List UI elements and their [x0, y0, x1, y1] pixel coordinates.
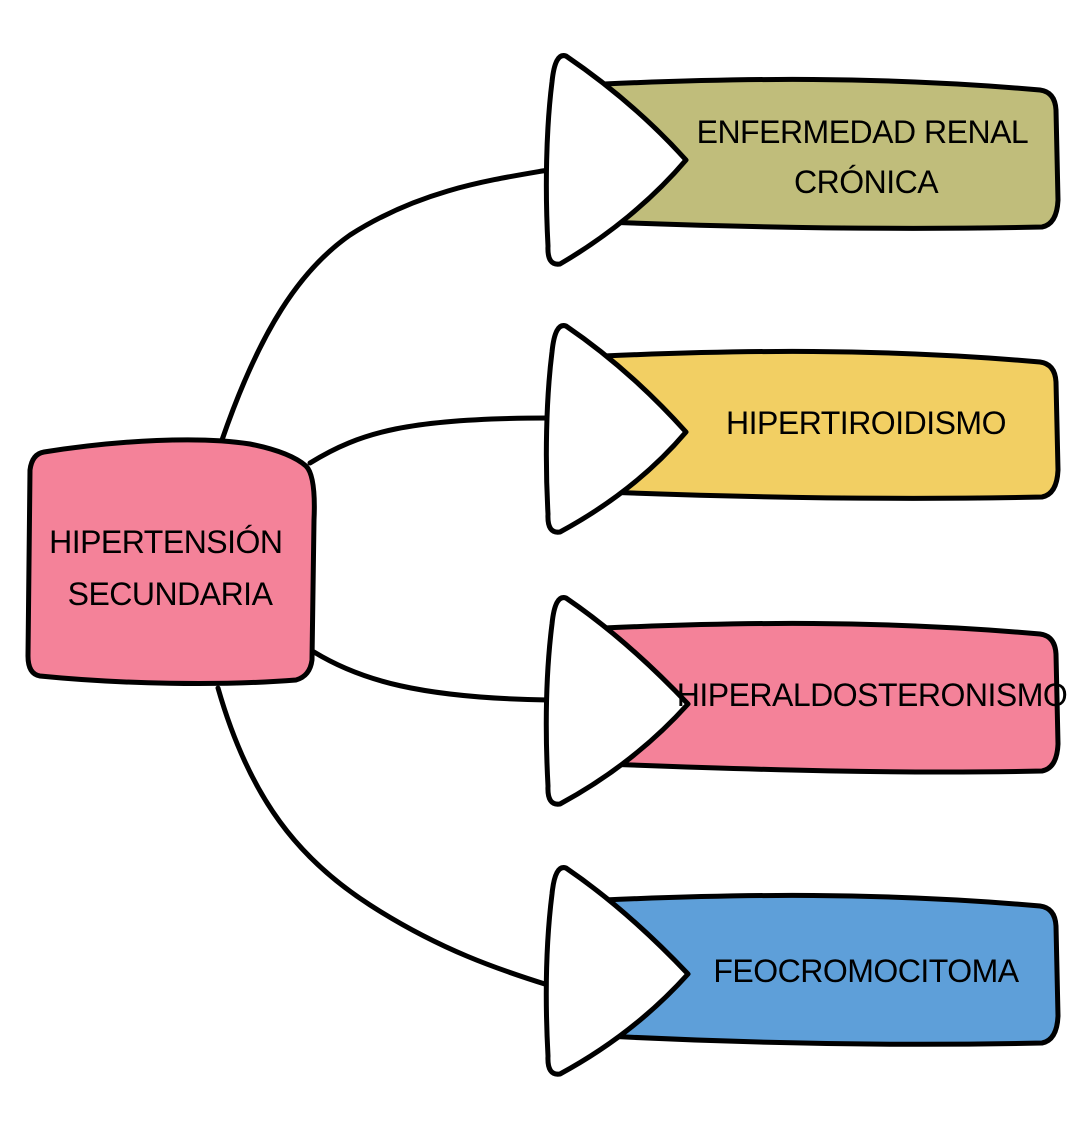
- connector-2: [307, 415, 551, 466]
- arrow-head-2: [543, 323, 689, 535]
- branch-node-2: HIPERTIROIDISMO: [543, 323, 1061, 535]
- branch-box-4: [601, 892, 1061, 1047]
- branch-box-3: [601, 620, 1061, 775]
- connector-4: [215, 685, 551, 988]
- branch-label-1-line-2: CRÓNICA: [794, 164, 939, 200]
- branch-label-3-line-1: HIPERALDOSTERONISMO: [677, 677, 1068, 713]
- branch-node-4: FEOCROMOCITOMA: [543, 865, 1061, 1077]
- branch-box-2: [601, 348, 1061, 501]
- branch-label-2: HIPERTIROIDISMO: [726, 405, 1006, 441]
- arrow-head-4: [543, 865, 691, 1077]
- branch-label-2-line-1: HIPERTIROIDISMO: [726, 405, 1006, 441]
- root-label: HIPERTENSIÓN SECUNDARIA: [49, 524, 291, 612]
- connector-3: [311, 649, 551, 703]
- branch-label-4-line-1: FEOCROMOCITOMA: [713, 953, 1019, 989]
- branch-box-1: [601, 76, 1061, 231]
- branch-label-1-line-1: ENFERMEDAD RENAL: [697, 114, 1028, 150]
- arrow-head-1: [543, 53, 689, 267]
- root-label-line-1: HIPERTENSIÓN: [49, 524, 282, 560]
- root-box: [25, 437, 317, 686]
- branch-node-1: ENFERMEDAD RENAL CRÓNICA: [543, 53, 1061, 267]
- branch-label-4: FEOCROMOCITOMA: [713, 953, 1019, 989]
- branch-label-1: ENFERMEDAD RENAL CRÓNICA: [697, 114, 1036, 200]
- arrow-head-3: [543, 595, 691, 807]
- branch-label-3: HIPERALDOSTERONISMO: [677, 677, 1068, 713]
- connectors: [215, 167, 551, 988]
- connector-1: [219, 167, 551, 443]
- branch-node-3: HIPERALDOSTERONISMO: [543, 595, 1068, 807]
- root-label-line-2: SECUNDARIA: [68, 576, 274, 612]
- root-node: HIPERTENSIÓN SECUNDARIA: [25, 437, 317, 686]
